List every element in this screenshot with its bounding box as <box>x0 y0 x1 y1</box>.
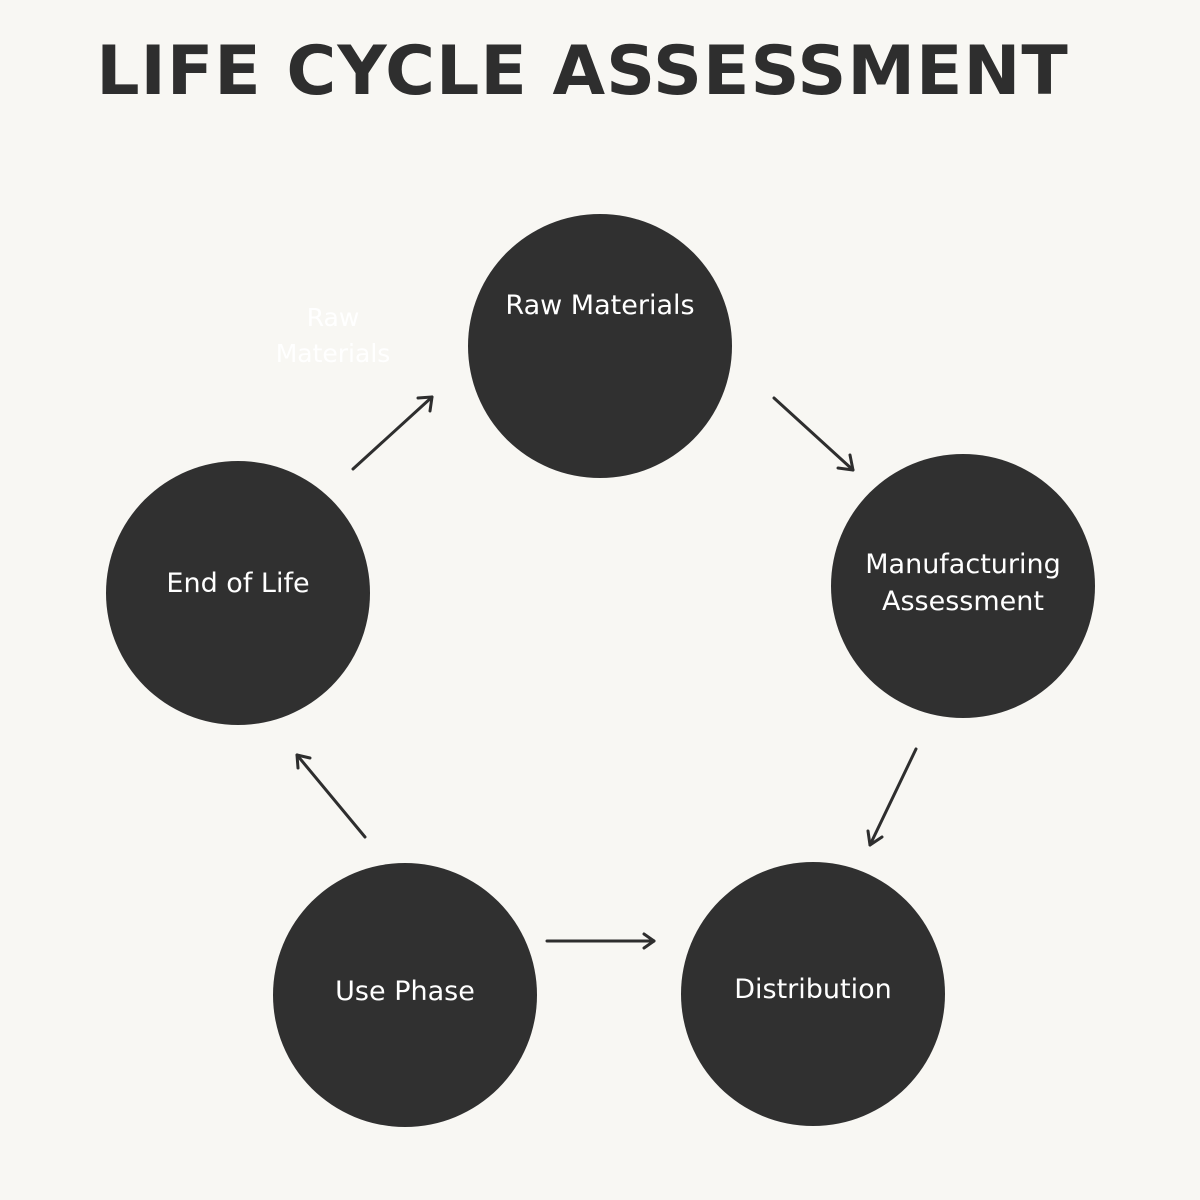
arrow-manufacturing-to-distribution <box>866 747 918 847</box>
stage-use-phase: Use Phase <box>273 863 537 1127</box>
arrow-raw-to-manufacturing <box>772 396 855 472</box>
stage-distribution-label: Distribution <box>734 974 892 1005</box>
stage-end-of-life: End of Life <box>106 461 370 725</box>
arrow-use-to-distribution <box>545 932 656 950</box>
stage-raw-materials: Raw Materials <box>468 214 732 478</box>
stage-raw-materials-label: Raw Materials <box>505 290 695 321</box>
stage-use-phase-label: Use Phase <box>335 976 475 1007</box>
ghost-label: Raw Materials <box>253 300 413 372</box>
stage-manufacturing-assessment-label: Manufacturing Assessment <box>831 546 1095 620</box>
stage-distribution: Distribution <box>681 862 945 1126</box>
stage-manufacturing-line1: Manufacturing <box>865 549 1061 580</box>
diagram-title: LIFE CYCLE ASSESSMENT <box>96 32 1069 111</box>
arrow-use-to-end-of-life <box>295 753 367 839</box>
stage-manufacturing-assessment: Manufacturing Assessment <box>831 454 1095 718</box>
ghost-label-line1: Raw <box>306 303 360 332</box>
arrow-end-of-life-to-raw <box>351 395 434 471</box>
ghost-label-line2: Materials <box>275 339 391 368</box>
stage-manufacturing-line2: Assessment <box>882 586 1044 617</box>
stage-end-of-life-label: End of Life <box>166 568 310 599</box>
